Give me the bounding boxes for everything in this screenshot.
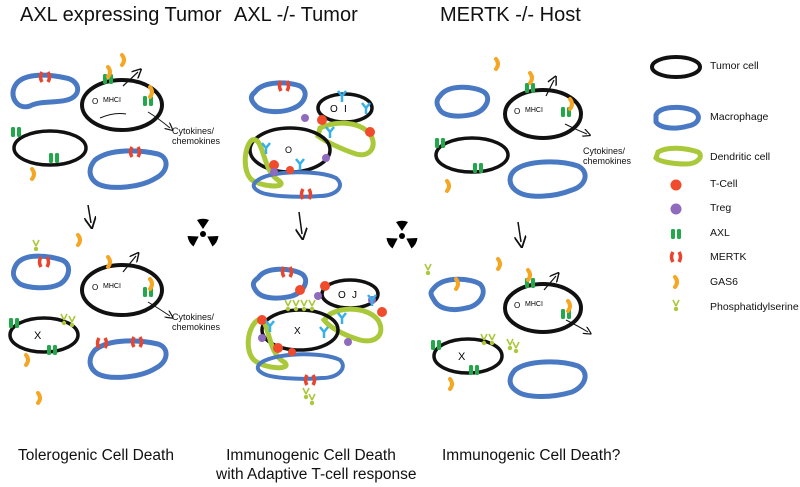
panel-1-top: O MHCI — [10, 53, 170, 223]
gas6-icon — [673, 275, 679, 289]
tumor-cell-shape — [434, 136, 510, 174]
dendritic-cell-shape — [315, 120, 376, 158]
svg-text:J: J — [352, 290, 357, 301]
svg-text:X: X — [34, 330, 42, 342]
axl-icon — [671, 229, 681, 239]
caption-line: Immunogenic Cell Death — [226, 447, 396, 464]
dead-tumor-cell-shape — [260, 308, 340, 352]
legend-label-macrophage: Macrophage — [710, 111, 769, 123]
caption-line: Immunogenic Cell Death? — [442, 447, 621, 464]
legend — [650, 55, 703, 313]
annotation-cytokines: Cytokines/chemokines — [172, 126, 221, 147]
dead-tumor-cell-shape — [432, 337, 504, 375]
t-cell-icon — [670, 179, 682, 191]
svg-text:MHCI: MHCI — [525, 107, 543, 114]
radiation-icon — [187, 218, 219, 247]
panel-caption: Tolerogenic Cell Death — [18, 446, 174, 465]
dendritic-cell-shape — [242, 137, 284, 189]
tumor-cell-shape — [503, 282, 583, 334]
legend-label-treg: Treg — [710, 202, 732, 214]
panel-title-mertk-knockout: MERTK -/- Host — [440, 4, 581, 26]
annotation-cytokines: Cytokines/chemokines — [583, 146, 632, 167]
legend-label-tumor-cell: Tumor cell — [710, 60, 759, 72]
svg-text:MHCI: MHCI — [103, 97, 121, 104]
tumor-cell-icon — [650, 55, 702, 79]
panel-title-axl-knockout: AXL -/- Tumor — [234, 4, 358, 26]
macrophage-shape — [507, 159, 588, 199]
panel-2-top: O I O — [242, 79, 376, 234]
panel-title-axl-expressing: AXL expressing Tumor — [20, 4, 222, 26]
svg-text:O: O — [92, 97, 98, 106]
mertk-icon — [669, 250, 683, 264]
svg-text:X: X — [294, 326, 301, 337]
annotation-cytokines: Cytokines/chemokines — [172, 312, 221, 333]
macrophage-icon — [653, 104, 701, 131]
svg-text:O: O — [338, 290, 346, 301]
dead-tumor-cell-shape — [8, 316, 80, 354]
dendritic-cell-shape — [245, 317, 289, 371]
svg-text:O: O — [514, 107, 520, 116]
tumor-cell-shape — [80, 263, 164, 317]
panel-2-bottom: O J X — [245, 265, 387, 407]
macrophage-shape — [428, 276, 486, 313]
legend-label-phosphatidylserine: Phosphatidylserine — [710, 301, 799, 313]
radiation-icon — [386, 220, 418, 249]
panel-caption: Immunogenic Cell Death? — [442, 446, 620, 465]
svg-text:MHCI: MHCI — [103, 283, 121, 290]
dendritic-cell-icon — [653, 145, 703, 167]
macrophage-shape — [255, 352, 345, 381]
legend-label-gas6: GAS6 — [710, 276, 739, 288]
svg-text:I: I — [344, 104, 347, 115]
svg-text:O: O — [330, 104, 338, 115]
tumor-cell-shape — [80, 78, 164, 132]
macrophage-shape — [87, 148, 169, 190]
panel-3-bottom: O MHCI X — [424, 257, 588, 399]
legend-label-mertk: MERTK — [710, 251, 747, 263]
treg-icon — [670, 203, 682, 215]
svg-text:O: O — [92, 283, 98, 292]
phosphatidylserine-icon — [672, 299, 680, 313]
legend-label-dendritic-cell: Dendritic cell — [710, 151, 771, 163]
macrophage-shape — [507, 359, 588, 399]
tumor-cell-shape — [503, 88, 583, 140]
macrophage-shape — [87, 338, 169, 380]
svg-text:O: O — [514, 301, 520, 310]
macrophage-shape — [10, 72, 81, 110]
dendritic-cell-shape — [320, 306, 384, 344]
legend-label-t-cell: T-Cell — [710, 178, 738, 190]
svg-text:O: O — [285, 145, 292, 155]
panel-caption: Immunogenic Cell Death with Adaptive T-c… — [216, 446, 417, 485]
legend-label-axl: AXL — [710, 227, 730, 239]
panel-3-top: O MHCI — [434, 57, 588, 242]
tumor-cell-shape — [320, 278, 380, 310]
caption-line: Tolerogenic Cell Death — [18, 447, 174, 464]
panel-1-bottom: O MHCI X — [8, 233, 170, 405]
svg-text:MHCI: MHCI — [525, 301, 543, 308]
svg-text:X: X — [458, 351, 466, 363]
caption-line: with Adaptive T-cell response — [216, 466, 417, 484]
macrophage-shape — [251, 170, 342, 199]
macrophage-shape — [434, 84, 491, 119]
tumor-cell-shape — [12, 129, 88, 167]
